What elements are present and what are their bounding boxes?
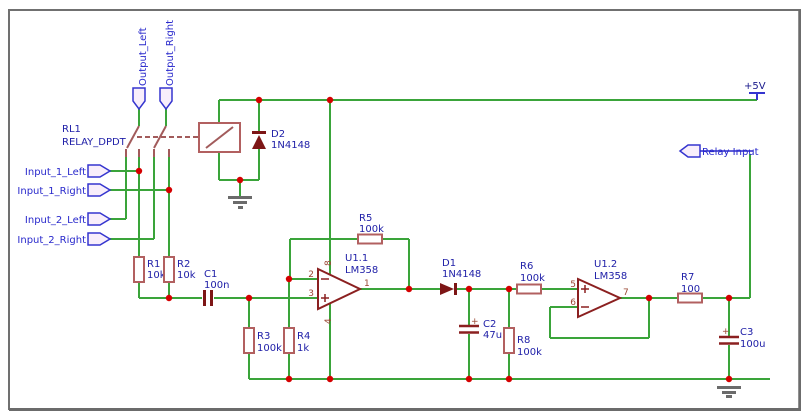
u1a-pin1: 1 <box>364 279 370 289</box>
vcc-symbol <box>749 92 765 100</box>
u1b-value: LM358 <box>594 271 627 282</box>
ground-symbol-relay <box>228 196 252 209</box>
u1a-pin8: 8 <box>324 260 334 266</box>
d1-ref: D1 <box>442 258 456 269</box>
u1a-pin4: 4 <box>324 318 334 324</box>
port-input-1-left[interactable] <box>87 164 112 178</box>
port-output-left-label: Output_Left <box>138 27 149 86</box>
port-input-2-left-label: Input_2_Left <box>25 215 86 226</box>
c3-value: 100u <box>740 339 765 350</box>
port-input-2-right-label: Input_2_Right <box>17 235 86 246</box>
junction-dots <box>135 96 733 383</box>
r8-value: 100k <box>517 347 542 358</box>
port-input-1-right-label: Input_1_Right <box>17 186 86 197</box>
switch2-armature[interactable] <box>153 125 167 149</box>
relay-value: RELAY_DPDT <box>62 137 127 148</box>
wire-detector-filter[interactable] <box>457 288 578 379</box>
u1b-ref: U1.2 <box>594 259 617 270</box>
opamp-u1b-symbol[interactable] <box>577 277 623 319</box>
r4-ref: R4 <box>297 331 310 342</box>
r5-value: 100k <box>359 224 384 235</box>
port-input-2-left[interactable] <box>87 212 112 226</box>
r5-ref: R5 <box>359 213 372 224</box>
r7-ref: R7 <box>681 272 694 283</box>
r4-value: 1k <box>297 343 309 354</box>
u1a-pin2: 2 <box>308 270 314 280</box>
wire-switch-columns[interactable] <box>110 108 170 257</box>
r6-value: 100k <box>520 273 545 284</box>
r7-value: 100 <box>681 284 700 295</box>
r1-value: 10k <box>147 270 166 281</box>
ground-symbol-output <box>717 386 741 398</box>
c3-ref: C3 <box>740 327 753 338</box>
resistor-r4-symbol[interactable] <box>283 327 295 354</box>
r2-ref: R2 <box>177 259 190 270</box>
c2-value: 47u <box>483 330 502 341</box>
port-relay-input-label: Relay Input <box>702 147 759 158</box>
u1a-pin3: 3 <box>308 289 314 299</box>
d2-value: 1N4148 <box>271 140 310 151</box>
port-output-right[interactable] <box>159 87 173 111</box>
wire-opamp2-output[interactable] <box>549 154 751 379</box>
capacitor-c3-symbol[interactable] <box>719 335 739 345</box>
port-relay-input[interactable] <box>678 144 701 158</box>
relay-coil-slash <box>205 126 234 149</box>
c2-ref: C2 <box>483 319 496 330</box>
r8-ref: R8 <box>517 335 530 346</box>
u1b-pin5: 5 <box>570 280 576 290</box>
d1-value: 1N4148 <box>442 269 481 280</box>
port-input-1-left-label: Input_1_Left <box>25 167 86 178</box>
r3-ref: R3 <box>257 331 270 342</box>
c1-ref: C1 <box>204 269 217 280</box>
diode-d2-symbol[interactable] <box>252 135 266 149</box>
opamp-u1a-input-marks <box>321 278 329 302</box>
port-input-1-right[interactable] <box>87 183 112 197</box>
c1-value: 100n <box>204 280 229 291</box>
u1a-value: LM358 <box>345 265 378 276</box>
u1b-pin6: 6 <box>570 298 576 308</box>
resistor-r8-symbol[interactable] <box>503 327 515 354</box>
port-output-right-label: Output_Right <box>165 20 176 86</box>
capacitor-c2-symbol[interactable] <box>459 324 479 334</box>
resistor-r1-symbol[interactable] <box>133 256 145 283</box>
diode-d1-symbol[interactable] <box>440 283 454 295</box>
resistor-r3-symbol[interactable] <box>243 327 255 354</box>
c3-polarity: + <box>722 327 730 337</box>
resistor-r6-symbol[interactable] <box>516 283 542 295</box>
capacitor-c1-symbol[interactable] <box>203 290 213 306</box>
sheet-border <box>8 9 801 410</box>
r1-ref: R1 <box>147 259 160 270</box>
vcc-label: +5V <box>744 81 766 92</box>
switch-throw-contacts <box>125 149 170 157</box>
r2-value: 10k <box>177 270 196 281</box>
switch1-armature[interactable] <box>126 125 140 149</box>
relay-ref: RL1 <box>62 124 81 135</box>
c2-polarity: + <box>471 317 479 327</box>
r3-value: 100k <box>257 343 282 354</box>
u1a-ref: U1.1 <box>345 253 368 264</box>
resistor-r5-symbol[interactable] <box>357 233 383 245</box>
port-output-left[interactable] <box>132 87 146 111</box>
opamp-u1b-input-marks <box>581 285 589 308</box>
resistor-r2-symbol[interactable] <box>163 256 175 283</box>
wire-vcc-rail-relay-d2[interactable] <box>218 99 757 274</box>
r6-ref: R6 <box>520 261 533 272</box>
wire-opamp1-feedback[interactable] <box>288 238 440 379</box>
port-input-2-right[interactable] <box>87 232 112 246</box>
u1b-pin7: 7 <box>623 288 629 298</box>
resistor-r7-symbol[interactable] <box>677 292 703 304</box>
d2-ref: D2 <box>271 129 285 140</box>
